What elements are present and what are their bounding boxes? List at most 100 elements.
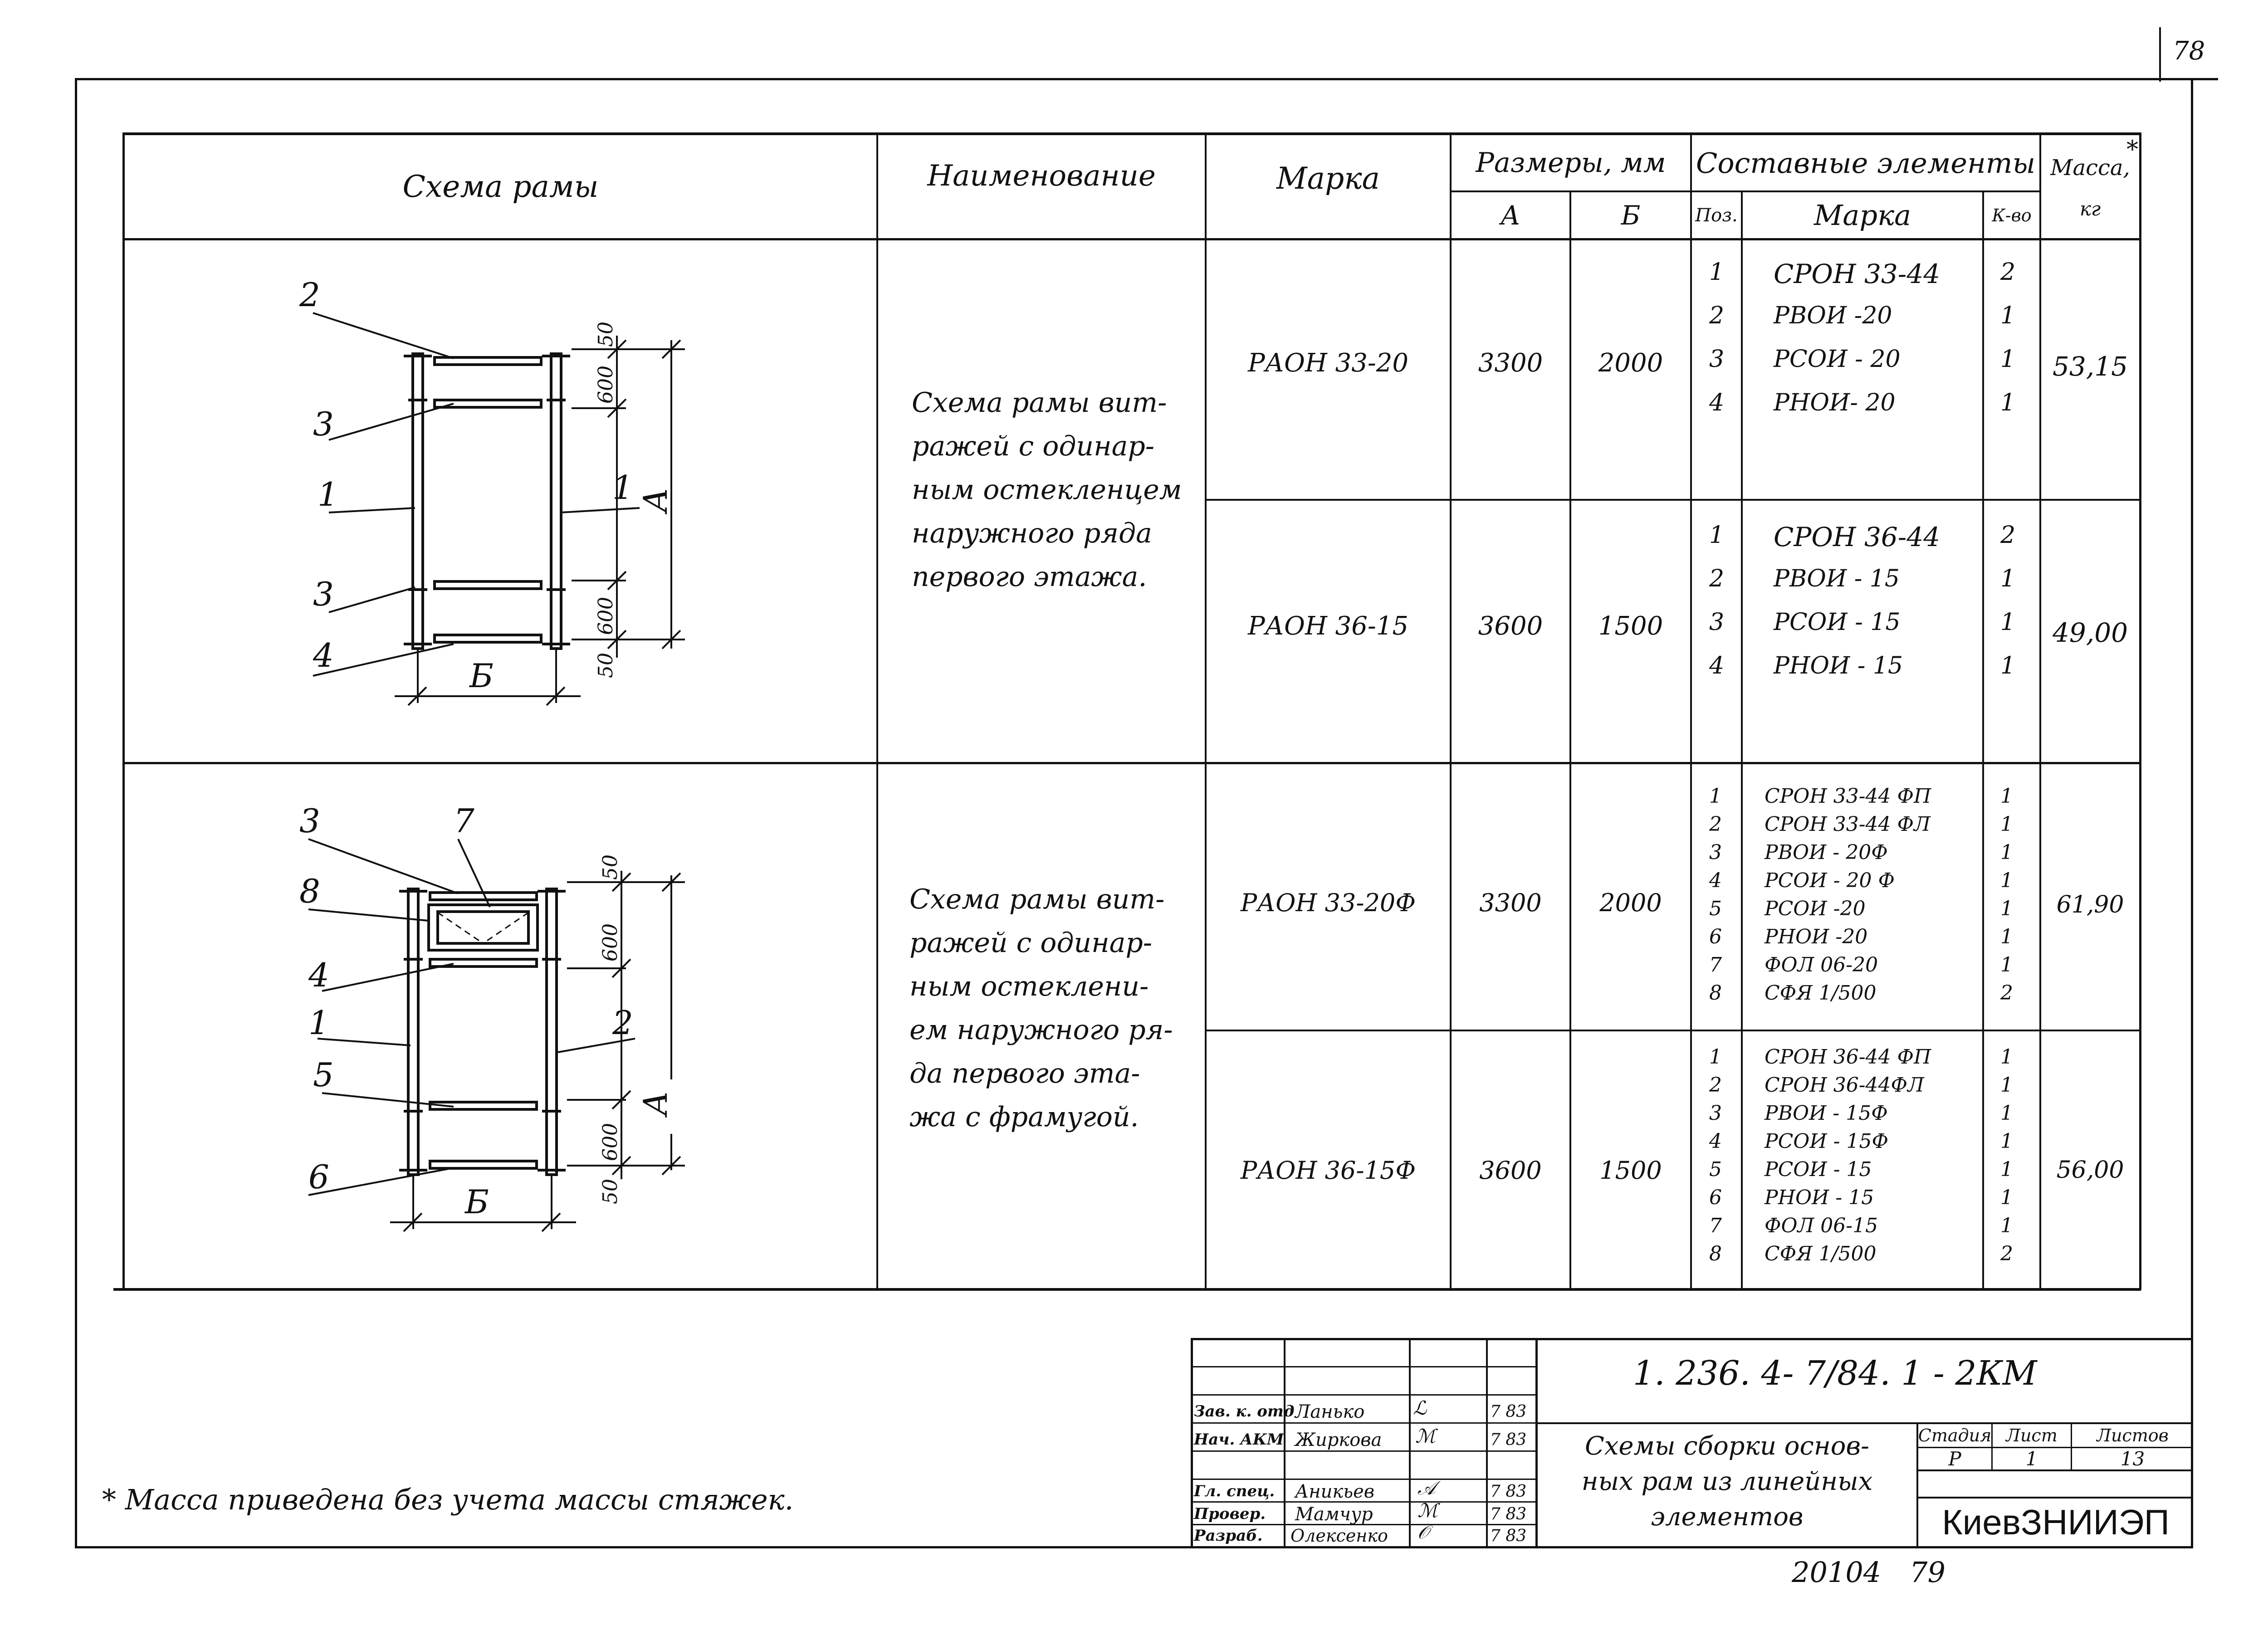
row-size-b: 2000 xyxy=(1599,888,1662,917)
row-size-a: 3600 xyxy=(1479,1156,1542,1185)
row-mass: 61,90 xyxy=(2056,891,2124,918)
row-mark: РАОН 36-15 xyxy=(1247,611,1409,641)
staff-role: Зав. к. отд xyxy=(1194,1402,1295,1420)
item-pos: 6 xyxy=(1709,925,1722,948)
drawing-title-line: ных рам из линейных xyxy=(1581,1467,1873,1496)
row-mark: РАОН 33-20Ф xyxy=(1240,888,1416,917)
item-qty: 2 xyxy=(2000,259,2016,286)
staff-signature: ℳ xyxy=(1418,1499,1438,1522)
item-mark: РНОИ -20 xyxy=(1765,925,1868,948)
item-mark: РНОИ - 15 xyxy=(1765,1186,1874,1209)
section-2-name-line: ем наружного ря- xyxy=(909,1014,1173,1046)
item-mark: СФЯ 1/500 xyxy=(1765,1242,1877,1265)
dimension-label: 50 xyxy=(599,854,622,880)
staff-role: Разраб. xyxy=(1194,1527,1263,1545)
section-2-name-line: ражей с одинар- xyxy=(909,927,1153,959)
header-qty: К-во xyxy=(1992,205,2032,225)
item-qty: 1 xyxy=(2000,1130,2013,1153)
item-pos: 5 xyxy=(1709,1158,1722,1181)
callout-label: 3 xyxy=(313,575,334,613)
header-pos: Поз. xyxy=(1695,205,1738,226)
item-mark: СРОН 33-44 xyxy=(1774,259,1941,289)
staff-name: Жиркова xyxy=(1295,1430,1382,1450)
item-mark: РНОИ- 20 xyxy=(1774,389,1896,416)
item-pos: 1 xyxy=(1709,259,1725,286)
item-pos: 2 xyxy=(1709,565,1725,592)
header-mass-star: * xyxy=(2126,136,2138,163)
callout-label: 8 xyxy=(299,872,320,910)
staff-date: 7 83 xyxy=(1490,1527,1527,1545)
callout-label: 4 xyxy=(308,956,329,994)
staff-signature: 𝒜 xyxy=(1418,1477,1436,1499)
item-pos: 4 xyxy=(1709,1130,1722,1153)
dimension-label: 50 xyxy=(594,322,617,347)
item-qty: 1 xyxy=(2000,1102,2013,1125)
dimension-a-label: А xyxy=(636,1091,675,1118)
organization-name: КиевЗНИИЭП xyxy=(1942,1502,2170,1542)
callout-label: 3 xyxy=(313,405,334,443)
sheets-label: Листов xyxy=(2097,1425,2169,1445)
row-mark: РАОН 33-20 xyxy=(1247,348,1409,378)
item-qty: 1 xyxy=(2000,609,2016,636)
staff-name: Ланько xyxy=(1295,1401,1365,1422)
item-qty: 1 xyxy=(2000,302,2016,329)
item-pos: 3 xyxy=(1709,609,1725,636)
staff-signature: 𝒪 xyxy=(1418,1522,1429,1543)
staff-role: Гл. спец. xyxy=(1194,1482,1275,1500)
item-pos: 3 xyxy=(1709,841,1722,864)
archive-page: 79 xyxy=(1910,1556,1945,1589)
section-1-name-line: ным остекленцем xyxy=(912,474,1182,506)
item-mark: РНОИ - 15 xyxy=(1774,652,1903,679)
row-size-a: 3300 xyxy=(1478,348,1543,378)
dimension-label: 50 xyxy=(599,1179,622,1204)
item-pos: 4 xyxy=(1709,389,1725,416)
item-qty: 2 xyxy=(2000,1242,2013,1265)
staff-date: 7 83 xyxy=(1490,1430,1527,1449)
dimension-label: 600 xyxy=(599,923,622,962)
item-qty: 1 xyxy=(2000,813,2013,836)
staff-name: Аникьев xyxy=(1295,1481,1375,1502)
header-mass-unit: кг xyxy=(2079,197,2101,220)
item-mark: ФОЛ 06-20 xyxy=(1765,953,1878,976)
staff-role: Провер. xyxy=(1194,1505,1266,1523)
stage-value: Р xyxy=(1948,1448,1961,1470)
staff-signature: ℳ xyxy=(1415,1425,1436,1447)
staff-signature: ℒ xyxy=(1413,1397,1427,1419)
callout-label: 5 xyxy=(313,1056,334,1094)
item-pos: 6 xyxy=(1709,1186,1722,1209)
item-mark: РСОИ - 20 xyxy=(1774,346,1901,373)
section-2-name-line: Схема рамы вит- xyxy=(909,884,1165,915)
item-mark: РВОИ - 15Ф xyxy=(1765,1102,1888,1125)
item-pos: 7 xyxy=(1709,1214,1722,1237)
callout-label: 4 xyxy=(313,636,334,674)
item-pos: 2 xyxy=(1709,813,1722,836)
footnote: * Масса приведена без учета массы стяжек… xyxy=(102,1483,794,1516)
callout-label: 1 xyxy=(318,475,338,513)
section-1-name: Схема рамы вит- ражей с одинар- ным осте… xyxy=(912,381,1182,599)
item-mark: РСОИ - 15 xyxy=(1774,609,1901,636)
row-mass: 53,15 xyxy=(2052,351,2128,382)
item-pos: 8 xyxy=(1709,981,1722,1005)
staff-name: Мамчур xyxy=(1295,1504,1373,1525)
item-mark: ФОЛ 06-15 xyxy=(1765,1214,1878,1237)
dimension-label: 50 xyxy=(594,653,617,678)
item-qty: 1 xyxy=(2000,389,2016,416)
row-mark: РАОН 36-15Ф xyxy=(1240,1156,1416,1185)
item-pos: 2 xyxy=(1709,302,1725,329)
item-mark: РСОИ - 15 xyxy=(1765,1158,1872,1181)
archive-number: 20104 xyxy=(1792,1556,1882,1589)
item-qty: 1 xyxy=(2000,1214,2013,1237)
header-comp-mark: Марка xyxy=(1813,199,1911,232)
section-1-name-line: Схема рамы вит- xyxy=(912,387,1167,419)
item-pos: 2 xyxy=(1709,1074,1722,1097)
staff-role: Нач. АКМ xyxy=(1194,1430,1284,1449)
item-pos: 5 xyxy=(1709,897,1722,920)
dimension-label: 600 xyxy=(594,366,617,404)
row-size-a: 3600 xyxy=(1478,611,1543,641)
item-pos: 3 xyxy=(1709,346,1725,373)
dimension-b-label: Б xyxy=(469,657,494,695)
